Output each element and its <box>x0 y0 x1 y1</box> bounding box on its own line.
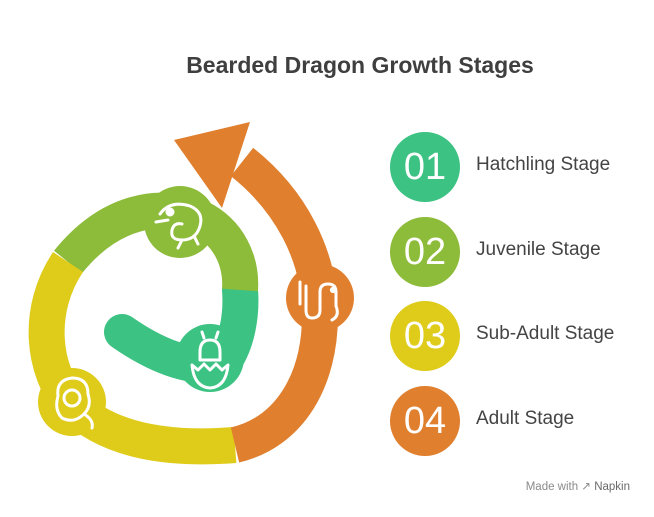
step-number-badge: 02 <box>390 217 460 287</box>
made-with-text: Made with <box>525 481 579 493</box>
icon-badge-subadult <box>38 368 106 436</box>
step-adult: 04 Adult Stage <box>390 386 650 456</box>
snake-icon <box>298 280 339 322</box>
step-subadult: 03 Sub-Adult Stage <box>390 301 650 371</box>
step-hatchling: 01 Hatchling Stage <box>390 132 650 202</box>
napkin-logo-icon: ↗ <box>581 481 591 493</box>
icon-badge-adult <box>286 264 354 332</box>
chameleon-icon <box>154 202 203 250</box>
diagram-title: Bearded Dragon Growth Stages <box>186 52 534 78</box>
step-number-badge: 03 <box>390 301 460 371</box>
lion-icon <box>55 376 94 430</box>
step-label: Adult Stage <box>476 408 575 429</box>
step-label: Hatchling Stage <box>476 154 611 175</box>
step-juvenile: 02 Juvenile Stage <box>390 217 650 287</box>
icon-badge-hatchling <box>176 324 244 392</box>
step-label: Juvenile Stage <box>476 239 601 260</box>
brand-name: Napkin <box>594 481 630 493</box>
icon-badge-juvenile <box>144 186 216 258</box>
step-number-badge: 04 <box>390 386 460 456</box>
hatching-egg-icon <box>190 330 230 390</box>
step-label: Sub-Adult Stage <box>476 323 615 344</box>
step-number-badge: 01 <box>390 132 460 202</box>
spiral-arrowhead <box>174 122 250 208</box>
made-with-footer[interactable]: Made with ↗ Napkin <box>526 479 630 493</box>
